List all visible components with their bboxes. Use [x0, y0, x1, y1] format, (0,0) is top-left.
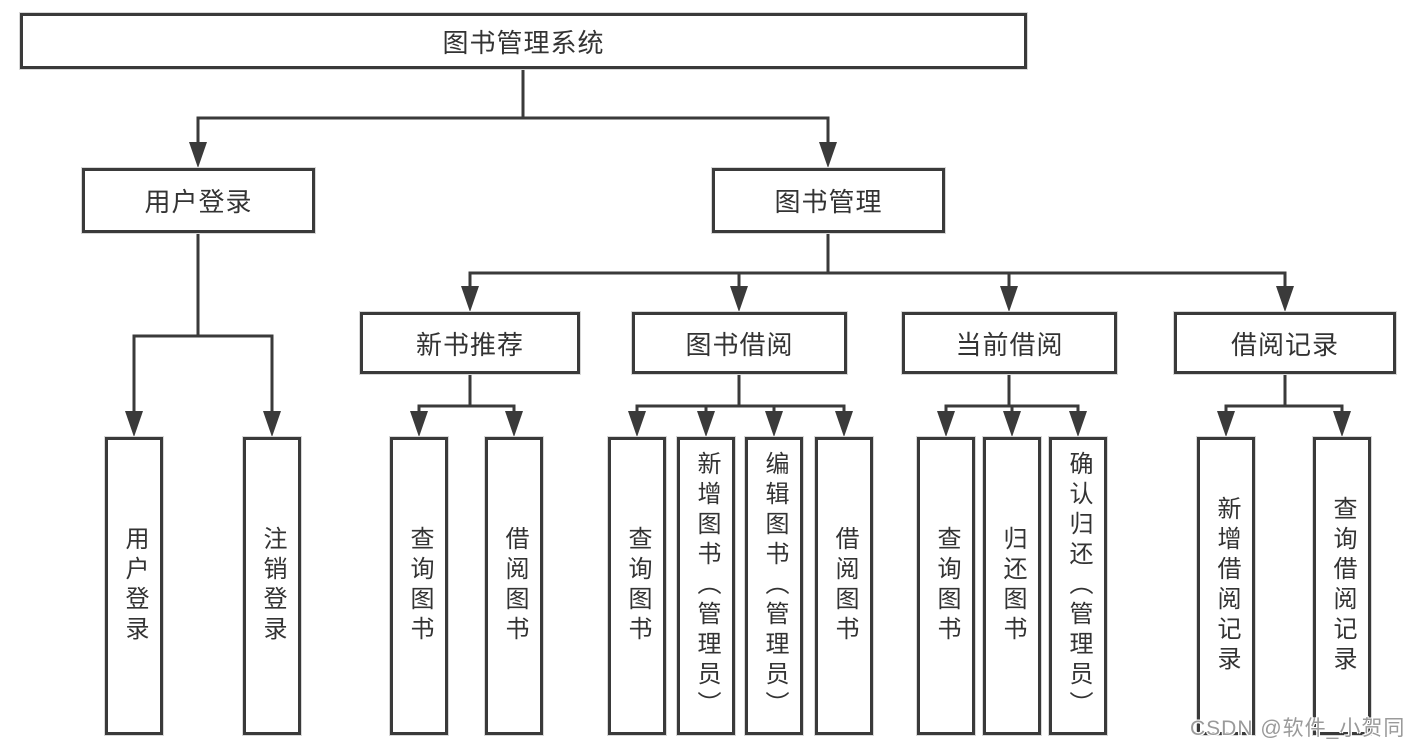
node-current-borrowing: 当前借阅 — [902, 312, 1117, 374]
node-leaf-borrow-books-recommend-label: 借阅图书 — [501, 526, 528, 646]
node-leaf-edit-books-admin-label: 编辑图书（管理员） — [761, 451, 788, 721]
node-leaf-add-books-admin-label: 新增图书（管理员） — [693, 451, 720, 721]
node-leaf-query-borrow-record-label: 查询借阅记录 — [1329, 496, 1356, 676]
node-leaf-add-borrow-record: 新增借阅记录 — [1197, 437, 1255, 735]
node-leaf-borrow-books-recommend: 借阅图书 — [485, 437, 543, 735]
node-leaf-query-books-current: 查询图书 — [917, 437, 975, 735]
node-leaf-query-books-current-label: 查询图书 — [933, 526, 960, 646]
csdn-watermark: CSDN @软件_小贺同学 — [1190, 717, 1405, 740]
node-leaf-confirm-return-admin-label: 确认归还（管理员） — [1065, 451, 1092, 721]
node-leaf-query-books-borrowing-label: 查询图书 — [624, 526, 651, 646]
node-borrowing-records: 借阅记录 — [1174, 312, 1396, 374]
node-leaf-add-borrow-record-label: 新增借阅记录 — [1213, 496, 1240, 676]
node-book-borrowing: 图书借阅 — [632, 312, 847, 374]
node-leaf-borrow-books-borrowing-label: 借阅图书 — [831, 526, 858, 646]
node-leaf-query-books-recommend: 查询图书 — [390, 437, 448, 735]
node-book-management: 图书管理 — [712, 168, 945, 233]
node-book-management-label: 图书管理 — [774, 187, 883, 217]
node-user-login-label: 用户登录 — [144, 187, 253, 217]
node-leaf-query-books-recommend-label: 查询图书 — [406, 526, 433, 646]
node-new-book-recommend: 新书推荐 — [360, 312, 580, 374]
node-current-borrowing-label: 当前借阅 — [955, 329, 1064, 360]
node-leaf-query-books-borrowing: 查询图书 — [608, 437, 666, 735]
node-leaf-add-books-admin: 新增图书（管理员） — [677, 437, 735, 735]
node-root-label: 图书管理系统 — [442, 27, 605, 58]
node-leaf-edit-books-admin: 编辑图书（管理员） — [745, 437, 803, 735]
node-leaf-query-borrow-record: 查询借阅记录 — [1313, 437, 1371, 735]
node-leaf-user-login-action: 用户登录 — [105, 437, 163, 735]
node-leaf-logout-action: 注销登录 — [243, 437, 301, 735]
node-leaf-borrow-books-borrowing: 借阅图书 — [815, 437, 873, 735]
node-leaf-logout-action-label: 注销登录 — [259, 526, 286, 646]
node-leaf-return-books-label: 归还图书 — [999, 526, 1026, 646]
node-user-login: 用户登录 — [82, 168, 315, 233]
node-leaf-user-login-action-label: 用户登录 — [121, 526, 148, 646]
node-borrowing-records-label: 借阅记录 — [1230, 329, 1339, 360]
node-root: 图书管理系统 — [20, 13, 1027, 69]
node-leaf-return-books: 归还图书 — [983, 437, 1041, 735]
node-new-book-recommend-label: 新书推荐 — [415, 329, 524, 360]
node-leaf-confirm-return-admin: 确认归还（管理员） — [1049, 437, 1107, 735]
node-book-borrowing-label: 图书借阅 — [685, 329, 794, 360]
